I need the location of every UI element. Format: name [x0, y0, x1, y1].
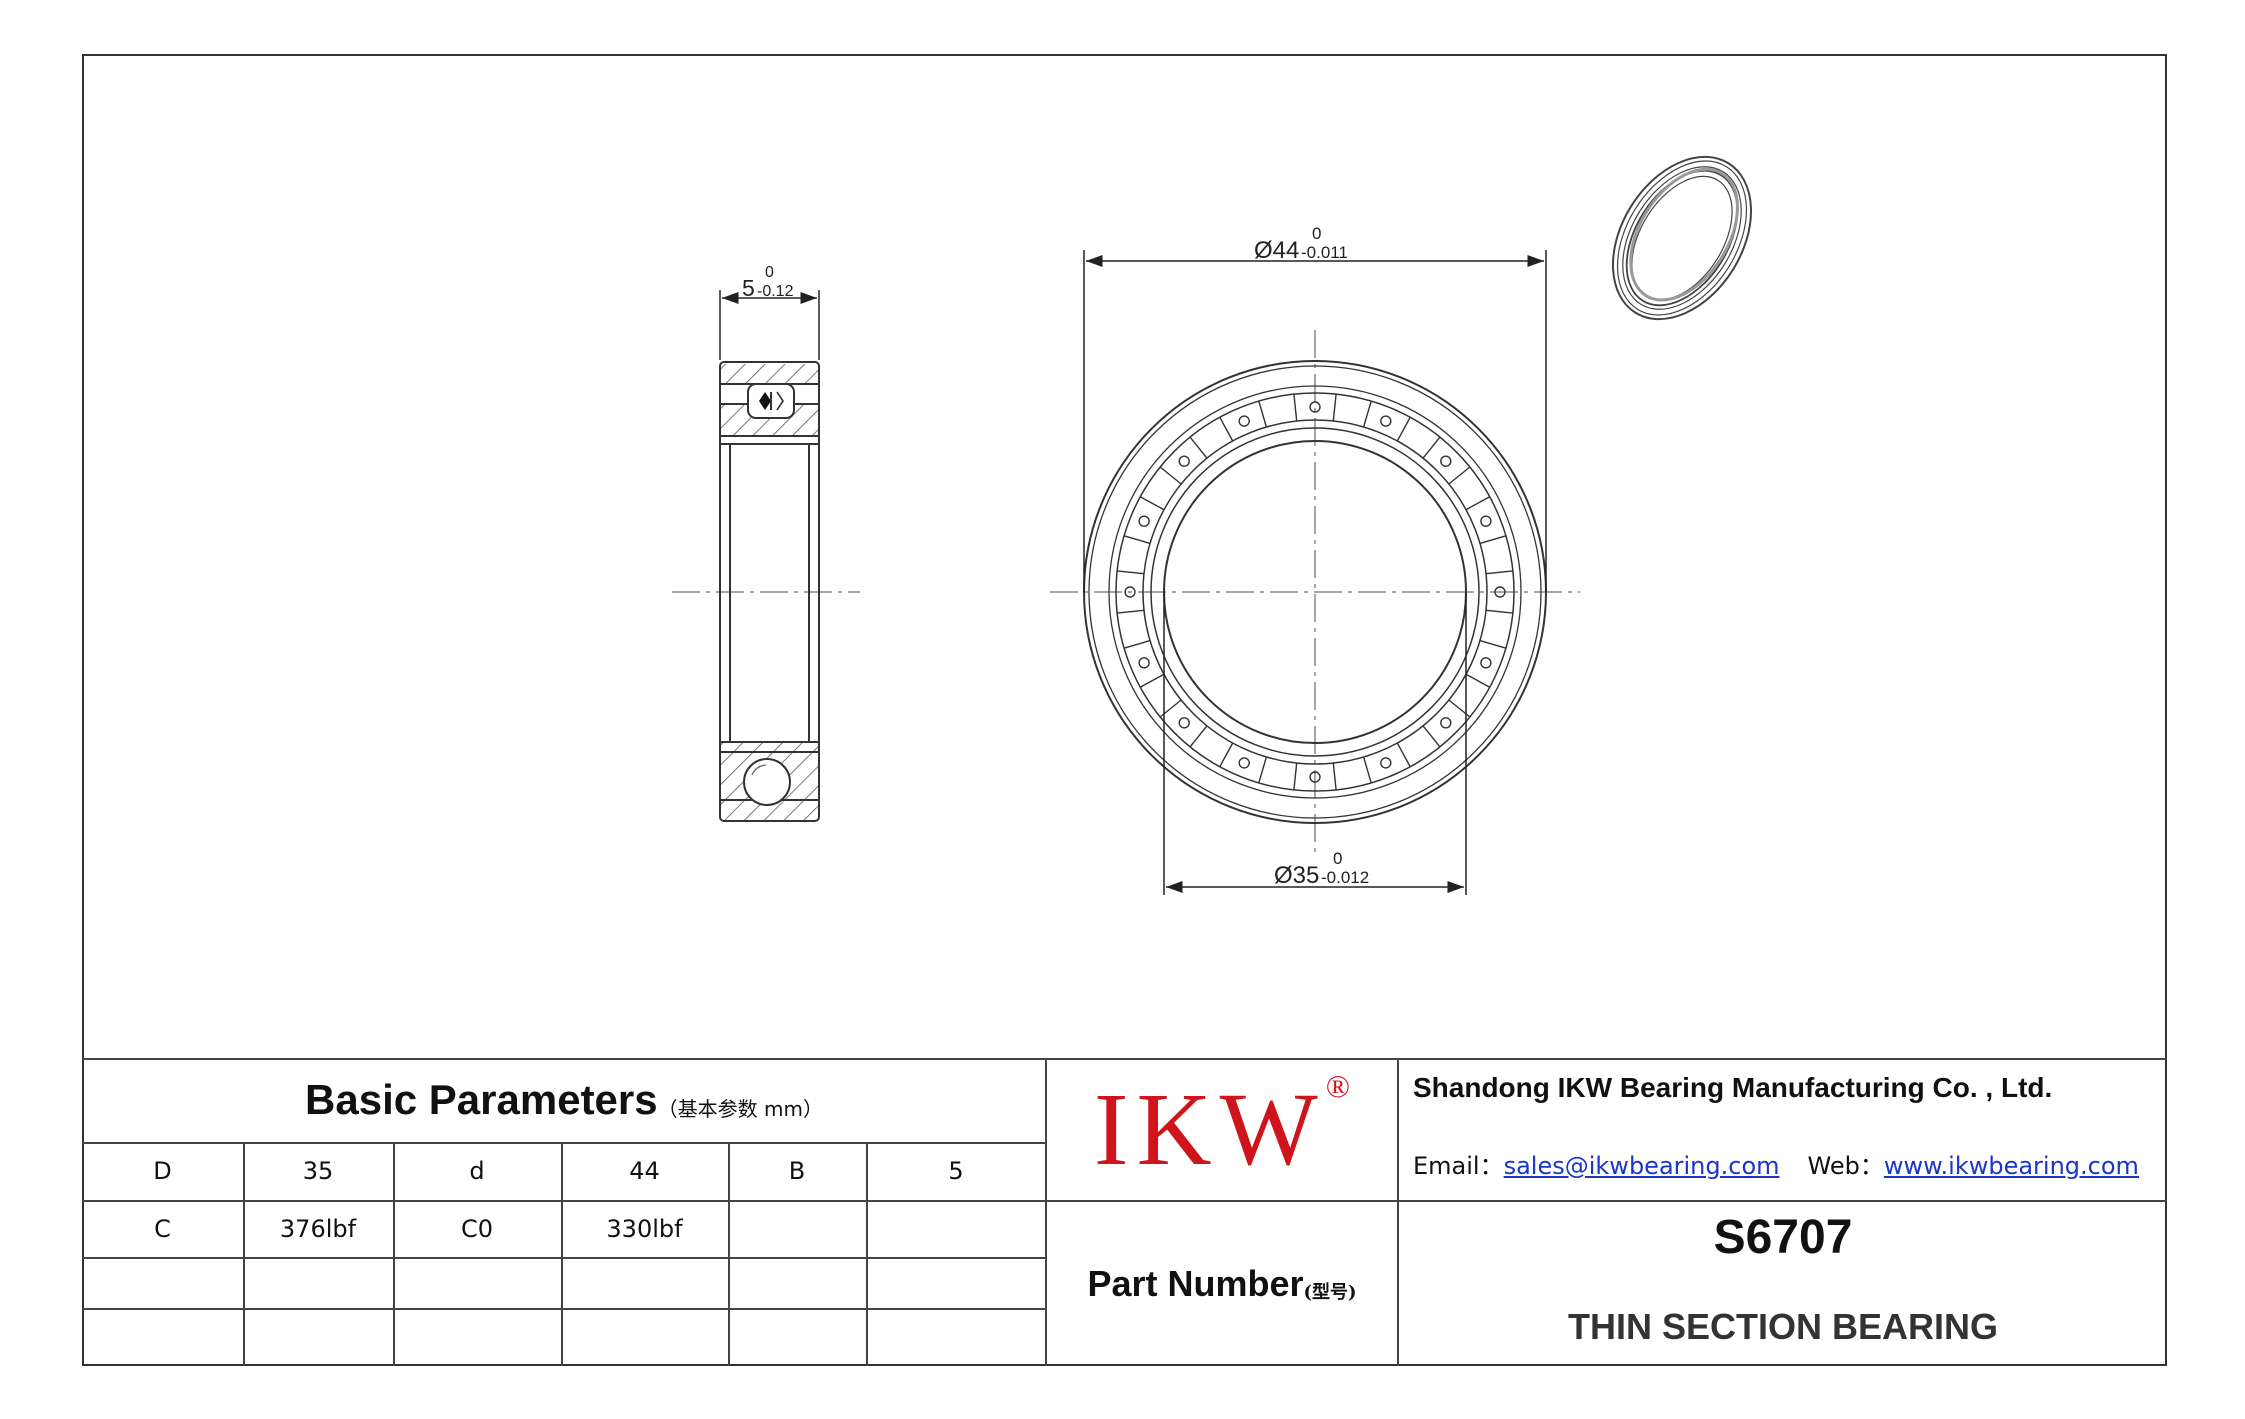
- ball-10: [1178, 455, 1190, 467]
- ball-13: [1380, 415, 1392, 427]
- param-cell-r0-c4: B: [788, 1157, 806, 1185]
- basic-parameters-heading: Basic Parameters （基本参数 mm）: [82, 1058, 1046, 1142]
- company-name: Shandong IKW Bearing Manufacturing Co. ,…: [1413, 1072, 2053, 1103]
- isometric-bearing-icon: [1611, 155, 1753, 321]
- ball-5: [1238, 757, 1250, 769]
- ball-6: [1178, 717, 1190, 729]
- outer-dim-upper: 0: [1312, 224, 1321, 243]
- inner-dim-nominal: Ø35: [1274, 862, 1319, 889]
- inner-diameter-dimension: [1163, 592, 1467, 895]
- ball-11: [1238, 415, 1250, 427]
- param-cell-r0-c2: d: [469, 1157, 485, 1185]
- param-cell-r3-c3: [561, 1308, 728, 1366]
- param-cell-r2-c5: [866, 1257, 1046, 1308]
- param-cell-r0-c5: 5: [948, 1157, 964, 1185]
- param-cell-r0-c0: D: [153, 1157, 172, 1185]
- ball-15: [1480, 515, 1492, 527]
- side-section-view: [672, 361, 860, 822]
- cage-pocket-5: [1189, 725, 1234, 768]
- param-cell-r1-c0: C: [154, 1214, 171, 1243]
- outer-diameter-dimension: [1083, 250, 1547, 592]
- cage-pocket-0: [1479, 609, 1513, 649]
- part-label: Part Number: [1087, 1263, 1304, 1304]
- cage-pocket-3: [1332, 756, 1372, 790]
- cage-pocket-14: [1448, 466, 1491, 511]
- width-dimension: [719, 290, 820, 360]
- params-subtitle: （基本参数 mm）: [657, 1096, 823, 1121]
- ball-0: [1494, 586, 1506, 598]
- cage-pocket-9: [1139, 466, 1182, 511]
- param-cell-r2-c3: [561, 1257, 728, 1308]
- ball-8: [1124, 586, 1136, 598]
- ball-9: [1138, 515, 1150, 527]
- ball-4: [1309, 771, 1321, 783]
- cage-pocket-4: [1258, 756, 1298, 790]
- param-cell-r3-c2: [393, 1308, 561, 1366]
- param-cell-r3-c1: [243, 1308, 393, 1366]
- param-cell-r2-c0: [82, 1257, 243, 1308]
- params-title: Basic Parameters: [305, 1076, 658, 1123]
- cage-pocket-15: [1479, 535, 1513, 575]
- cage-pocket-7: [1117, 609, 1151, 649]
- inner-dim-lower: -0.012: [1321, 868, 1369, 887]
- website-link[interactable]: www.ikwbearing.com: [1883, 1152, 2139, 1180]
- param-cell-r2-c1: [243, 1257, 393, 1308]
- part-label-cn: (型号): [1303, 1282, 1357, 1303]
- param-cell-r2-c2: [393, 1257, 561, 1308]
- outer-dim-lower: -0.011: [1301, 243, 1348, 262]
- cage-pocket-12: [1332, 394, 1372, 428]
- bearing-type: THIN SECTION BEARING: [1567, 1306, 1998, 1347]
- part-number-label: Part Number (型号): [1047, 1202, 1397, 1366]
- param-cell-r3-c5: [866, 1308, 1046, 1366]
- drawing-sheet: [82, 54, 2167, 1366]
- width-dim-upper: 0: [765, 264, 774, 281]
- cage-pocket-8: [1117, 535, 1151, 575]
- cage-pocket-13: [1396, 416, 1441, 459]
- ball-7: [1138, 657, 1150, 669]
- email-label: Email：: [1413, 1152, 1504, 1180]
- front-view: [1050, 330, 1580, 855]
- web-label: Web：: [1807, 1152, 1884, 1180]
- ball-cage: [1117, 394, 1513, 790]
- ball-12: [1309, 401, 1321, 413]
- cage-pocket-11: [1258, 394, 1298, 428]
- param-cell-r0-c3: 44: [629, 1157, 660, 1185]
- width-dim-nominal: 5: [742, 275, 755, 301]
- param-cell-r1-c1: 376lbf: [279, 1214, 357, 1243]
- cage-pocket-10: [1189, 416, 1234, 459]
- logo-text: IKW: [1093, 1072, 1326, 1187]
- email-link[interactable]: sales@ikwbearing.com: [1503, 1152, 1780, 1180]
- ikw-logo: IKW ®: [1047, 1060, 1397, 1200]
- ball-1: [1480, 657, 1492, 669]
- param-cell-r0-c1: 35: [302, 1157, 334, 1185]
- param-cell-r3-c0: [82, 1308, 243, 1366]
- cage-pocket-2: [1396, 725, 1441, 768]
- ball-14: [1440, 455, 1452, 467]
- param-cell-r2-c4: [728, 1257, 866, 1308]
- param-cell-r1-c3: 330lbf: [606, 1214, 683, 1243]
- param-cell-r1-c5: [866, 1200, 1046, 1257]
- param-cell-r1-c4: [728, 1200, 866, 1257]
- outer-dim-nominal: Ø44: [1254, 237, 1299, 264]
- part-number-value: S6707: [1713, 1211, 1853, 1264]
- param-cell-r1-c2: C0: [460, 1214, 494, 1243]
- ball-3: [1380, 757, 1392, 769]
- registered-mark: ®: [1325, 1068, 1351, 1104]
- param-cell-r3-c4: [728, 1308, 866, 1366]
- ball-2: [1440, 717, 1452, 729]
- contact-line: Email：sales@ikwbearing.com Web：www.ikwbea…: [1413, 1146, 2139, 1181]
- width-dim-lower: -0.12: [757, 283, 794, 300]
- inner-dim-upper: 0: [1333, 849, 1342, 868]
